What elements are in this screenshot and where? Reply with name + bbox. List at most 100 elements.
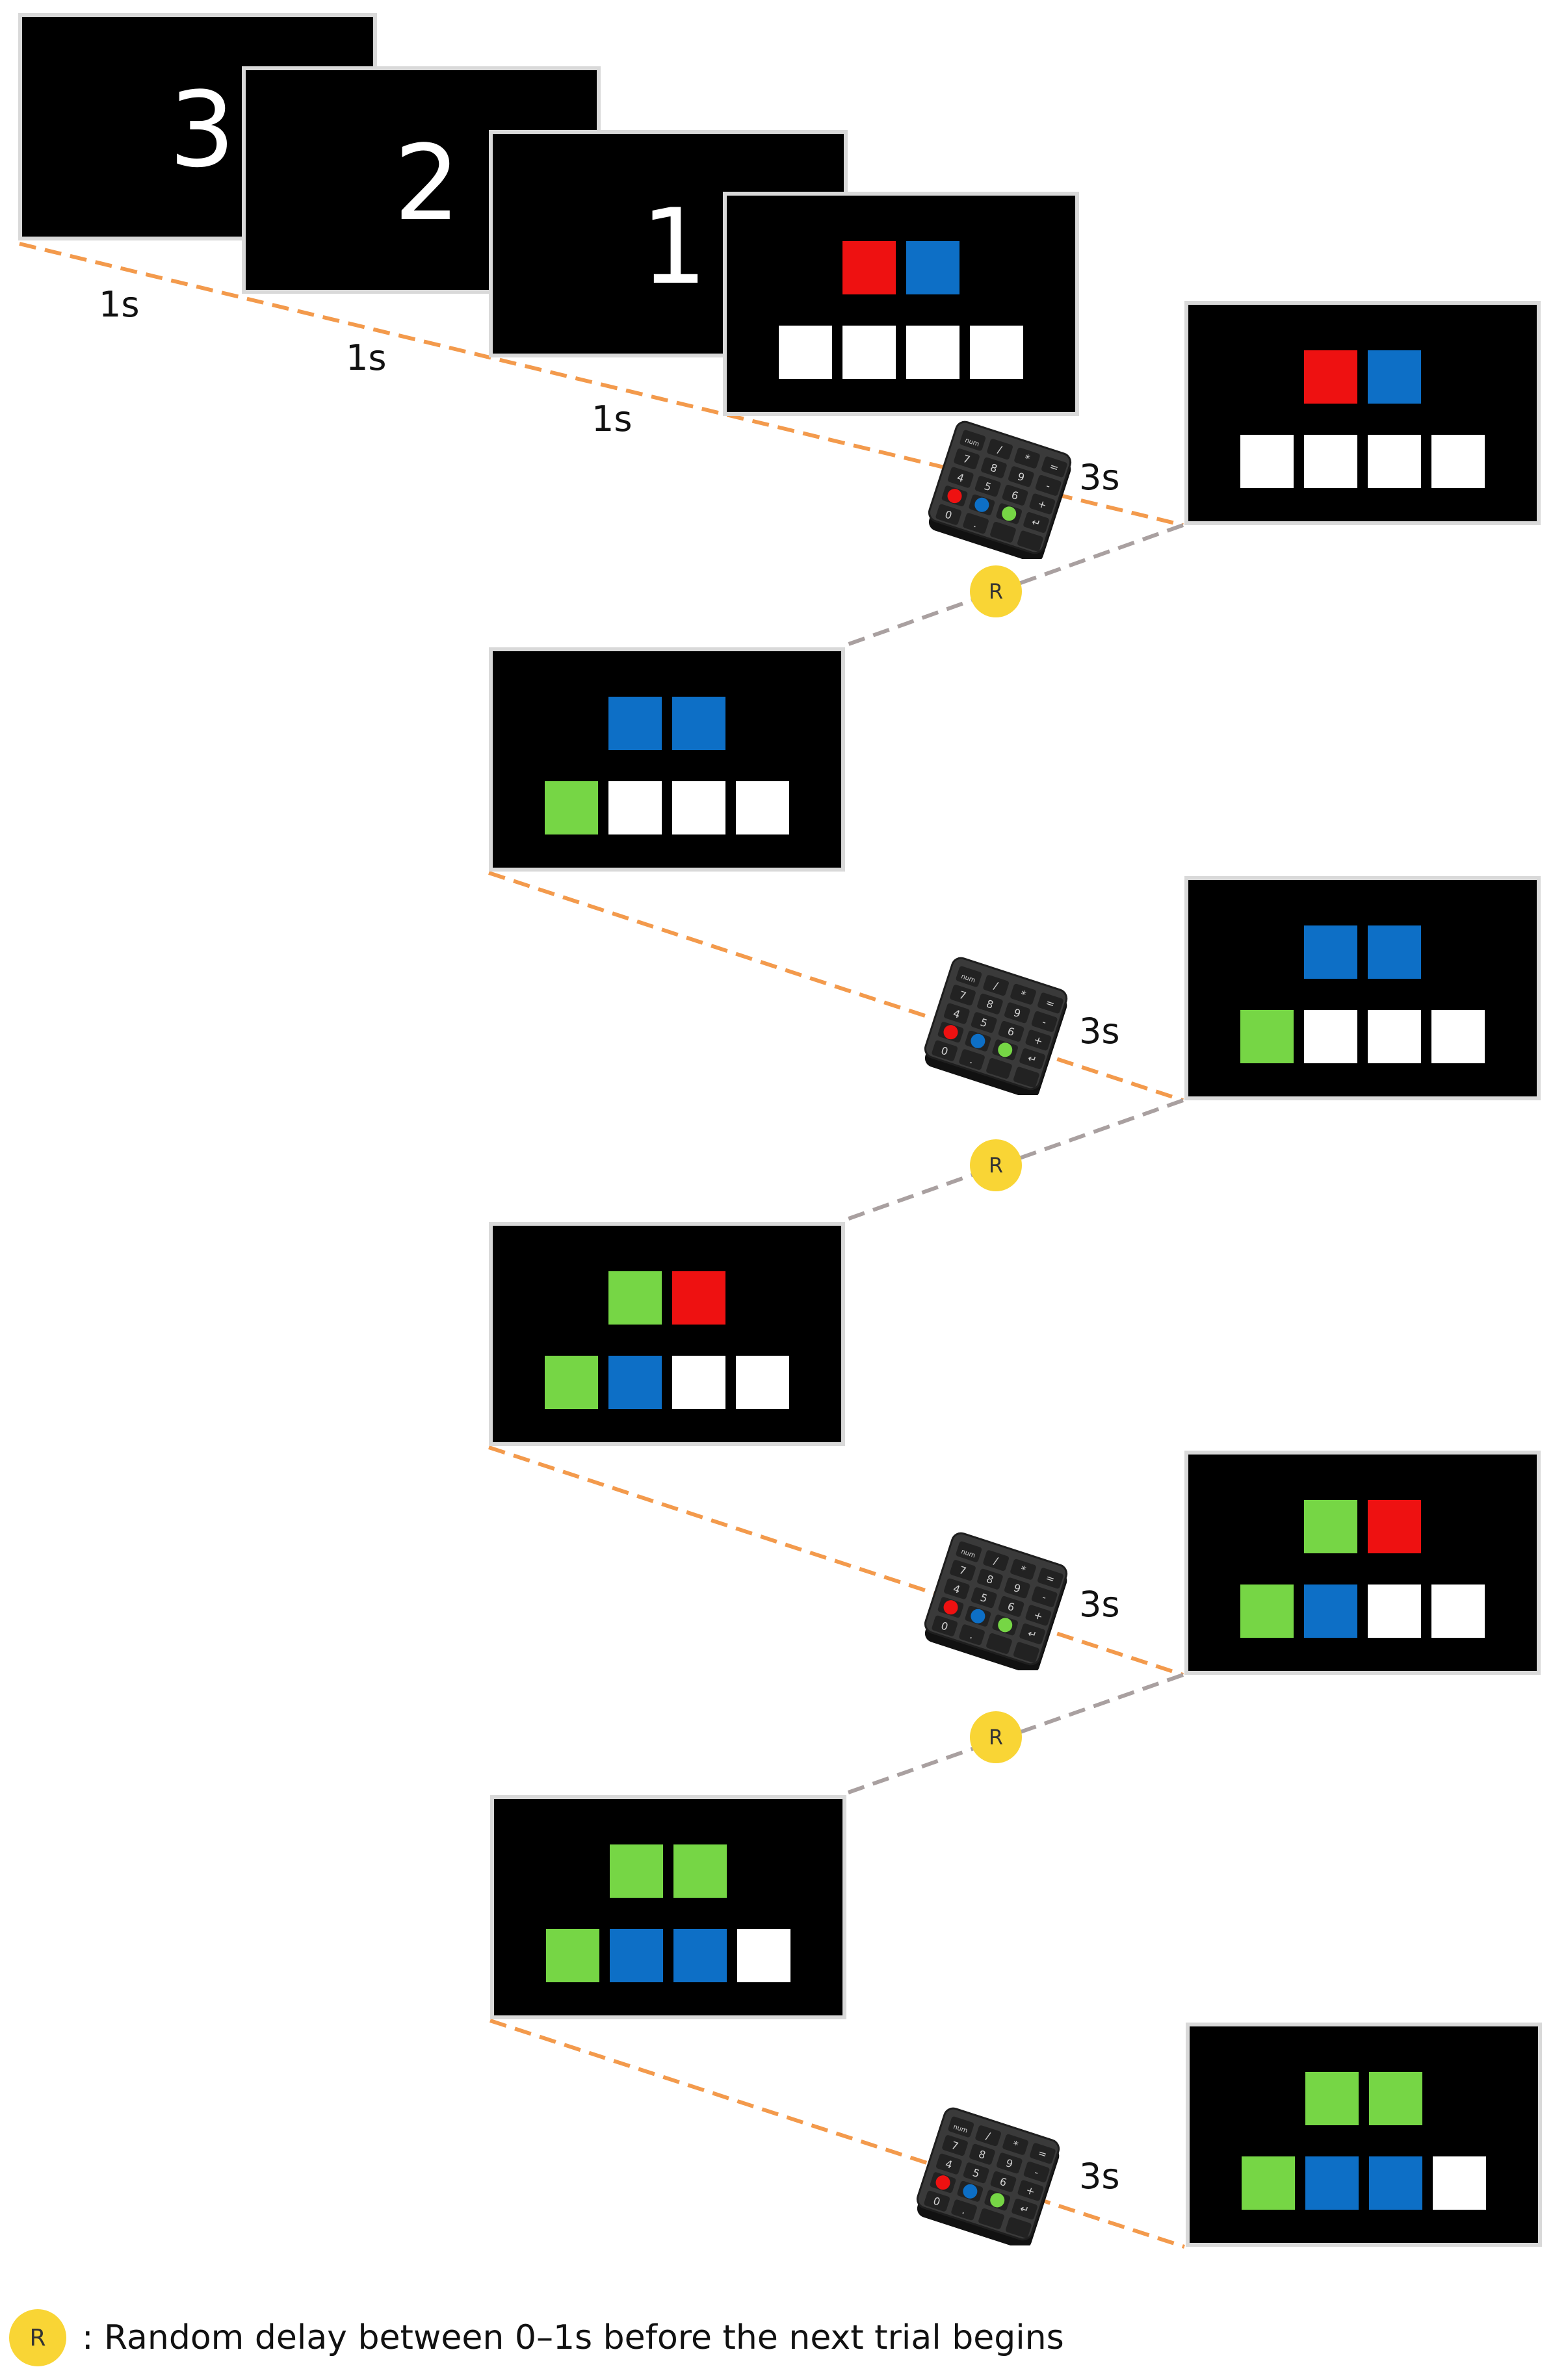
target-blue-square <box>608 697 662 750</box>
trial-1-response-screen <box>1184 301 1541 525</box>
response-white-square <box>1368 435 1421 488</box>
response-white-square <box>970 326 1023 379</box>
svg-text:-: - <box>1041 1590 1048 1603</box>
response-green-square <box>545 1356 598 1409</box>
response-green-square <box>1242 2156 1295 2210</box>
response-duration-label: 3s <box>1079 1584 1120 1625</box>
target-blue-square <box>1368 925 1421 979</box>
trial-3-response-screen <box>1184 1451 1541 1675</box>
target-green-square <box>1369 2072 1422 2125</box>
svg-text:-: - <box>1041 1015 1048 1028</box>
response-blue-square <box>1369 2156 1422 2210</box>
response-white-square <box>672 781 725 834</box>
svg-text:↵: ↵ <box>1026 1627 1039 1641</box>
target-blue-square <box>672 697 725 750</box>
numeric-keypad-icon: num/*=789-456+123↵0. <box>924 1532 1068 1670</box>
trial-2-stimulus-screen <box>489 647 845 872</box>
response-white-square <box>1431 1585 1485 1638</box>
target-blue-square <box>1368 350 1421 404</box>
svg-text:=: = <box>1044 996 1056 1011</box>
svg-text:/: / <box>993 1555 1000 1568</box>
svg-text:=: = <box>1036 2147 1049 2161</box>
target-red-square <box>672 1271 725 1325</box>
numeric-keypad-icon: num/*=789-456+123↵0. <box>924 957 1068 1095</box>
countdown-duration-label: 1s <box>592 398 633 439</box>
legend-text: : Random delay between 0–1s before the n… <box>82 2318 1064 2357</box>
response-white-square <box>608 781 662 834</box>
svg-text:+: + <box>1032 1609 1045 1623</box>
svg-text:+: + <box>1032 1033 1045 1048</box>
response-blue-square <box>610 1929 663 1982</box>
trial-4-response-screen <box>1186 2023 1542 2247</box>
target-green-square <box>1304 1500 1357 1553</box>
countdown-number: 3 <box>169 69 235 190</box>
legend: R : Random delay between 0–1s before the… <box>9 2309 1064 2366</box>
response-white-square <box>736 781 789 834</box>
countdown-duration-label: 1s <box>346 337 387 378</box>
response-duration-label: 3s <box>1079 2156 1120 2197</box>
trial-1-stimulus-screen <box>723 192 1079 416</box>
response-white-square <box>1433 2156 1486 2210</box>
trial-3-stimulus-screen <box>489 1222 845 1446</box>
svg-text:-: - <box>1045 479 1052 492</box>
svg-text:.: . <box>969 1629 976 1642</box>
svg-text:.: . <box>961 2204 968 2217</box>
response-blue-square <box>673 1929 727 1982</box>
response-window-line <box>489 2019 1185 2249</box>
target-green-square <box>608 1271 662 1325</box>
response-white-square <box>779 326 832 379</box>
svg-text:.: . <box>969 1054 976 1067</box>
svg-text:=: = <box>1048 460 1060 474</box>
target-red-square <box>842 241 896 294</box>
target-green-square <box>1305 2072 1359 2125</box>
random-delay-line <box>844 1098 1184 1222</box>
random-delay-line <box>844 523 1184 647</box>
countdown-number: 2 <box>394 122 460 244</box>
response-white-square <box>736 1356 789 1409</box>
target-red-square <box>1304 350 1357 404</box>
countdown-screen-3: 3 <box>18 13 377 240</box>
response-duration-label: 3s <box>1079 1011 1120 1052</box>
random-delay-marker: R <box>970 565 1022 617</box>
response-white-square <box>906 326 959 379</box>
svg-text:=: = <box>1044 1572 1056 1586</box>
random-delay-marker: R <box>970 1711 1022 1763</box>
target-red-square <box>1368 1500 1421 1553</box>
response-white-square <box>672 1356 725 1409</box>
response-blue-square <box>1305 2156 1359 2210</box>
svg-text:/: / <box>997 443 1004 456</box>
response-blue-square <box>608 1356 662 1409</box>
target-blue-square <box>1304 925 1357 979</box>
svg-text:↵: ↵ <box>1026 1052 1039 1066</box>
trial-2-response-screen <box>1184 876 1541 1100</box>
numeric-keypad-icon: num/*=789-456+123↵0. <box>916 2107 1060 2245</box>
random-delay-line <box>846 1673 1184 1795</box>
numeric-keypad-icon: num/*=789-456+123↵0. <box>928 420 1072 559</box>
response-green-square <box>1240 1010 1294 1063</box>
svg-text:+: + <box>1036 497 1049 511</box>
response-white-square <box>1368 1585 1421 1638</box>
svg-text:↵: ↵ <box>1030 515 1043 530</box>
countdown-number: 1 <box>641 186 707 307</box>
svg-text:+: + <box>1024 2184 1037 2198</box>
svg-text:/: / <box>985 2130 993 2143</box>
response-white-square <box>1431 435 1485 488</box>
response-duration-label: 3s <box>1079 457 1120 498</box>
response-white-square <box>842 326 896 379</box>
response-blue-square <box>1304 1585 1357 1638</box>
svg-text:/: / <box>993 979 1000 992</box>
response-window-line <box>488 871 1184 1102</box>
target-green-square <box>610 1844 663 1898</box>
response-white-square <box>1304 435 1357 488</box>
target-green-square <box>673 1844 727 1898</box>
response-green-square <box>1240 1585 1294 1638</box>
target-blue-square <box>906 241 959 294</box>
svg-text:-: - <box>1033 2166 1040 2179</box>
response-white-square <box>1431 1010 1485 1063</box>
response-window-line <box>488 1445 1184 1677</box>
response-green-square <box>546 1929 599 1982</box>
trial-4-stimulus-screen <box>490 1795 846 2019</box>
svg-text:.: . <box>972 517 980 530</box>
countdown-duration-label: 1s <box>99 284 140 325</box>
